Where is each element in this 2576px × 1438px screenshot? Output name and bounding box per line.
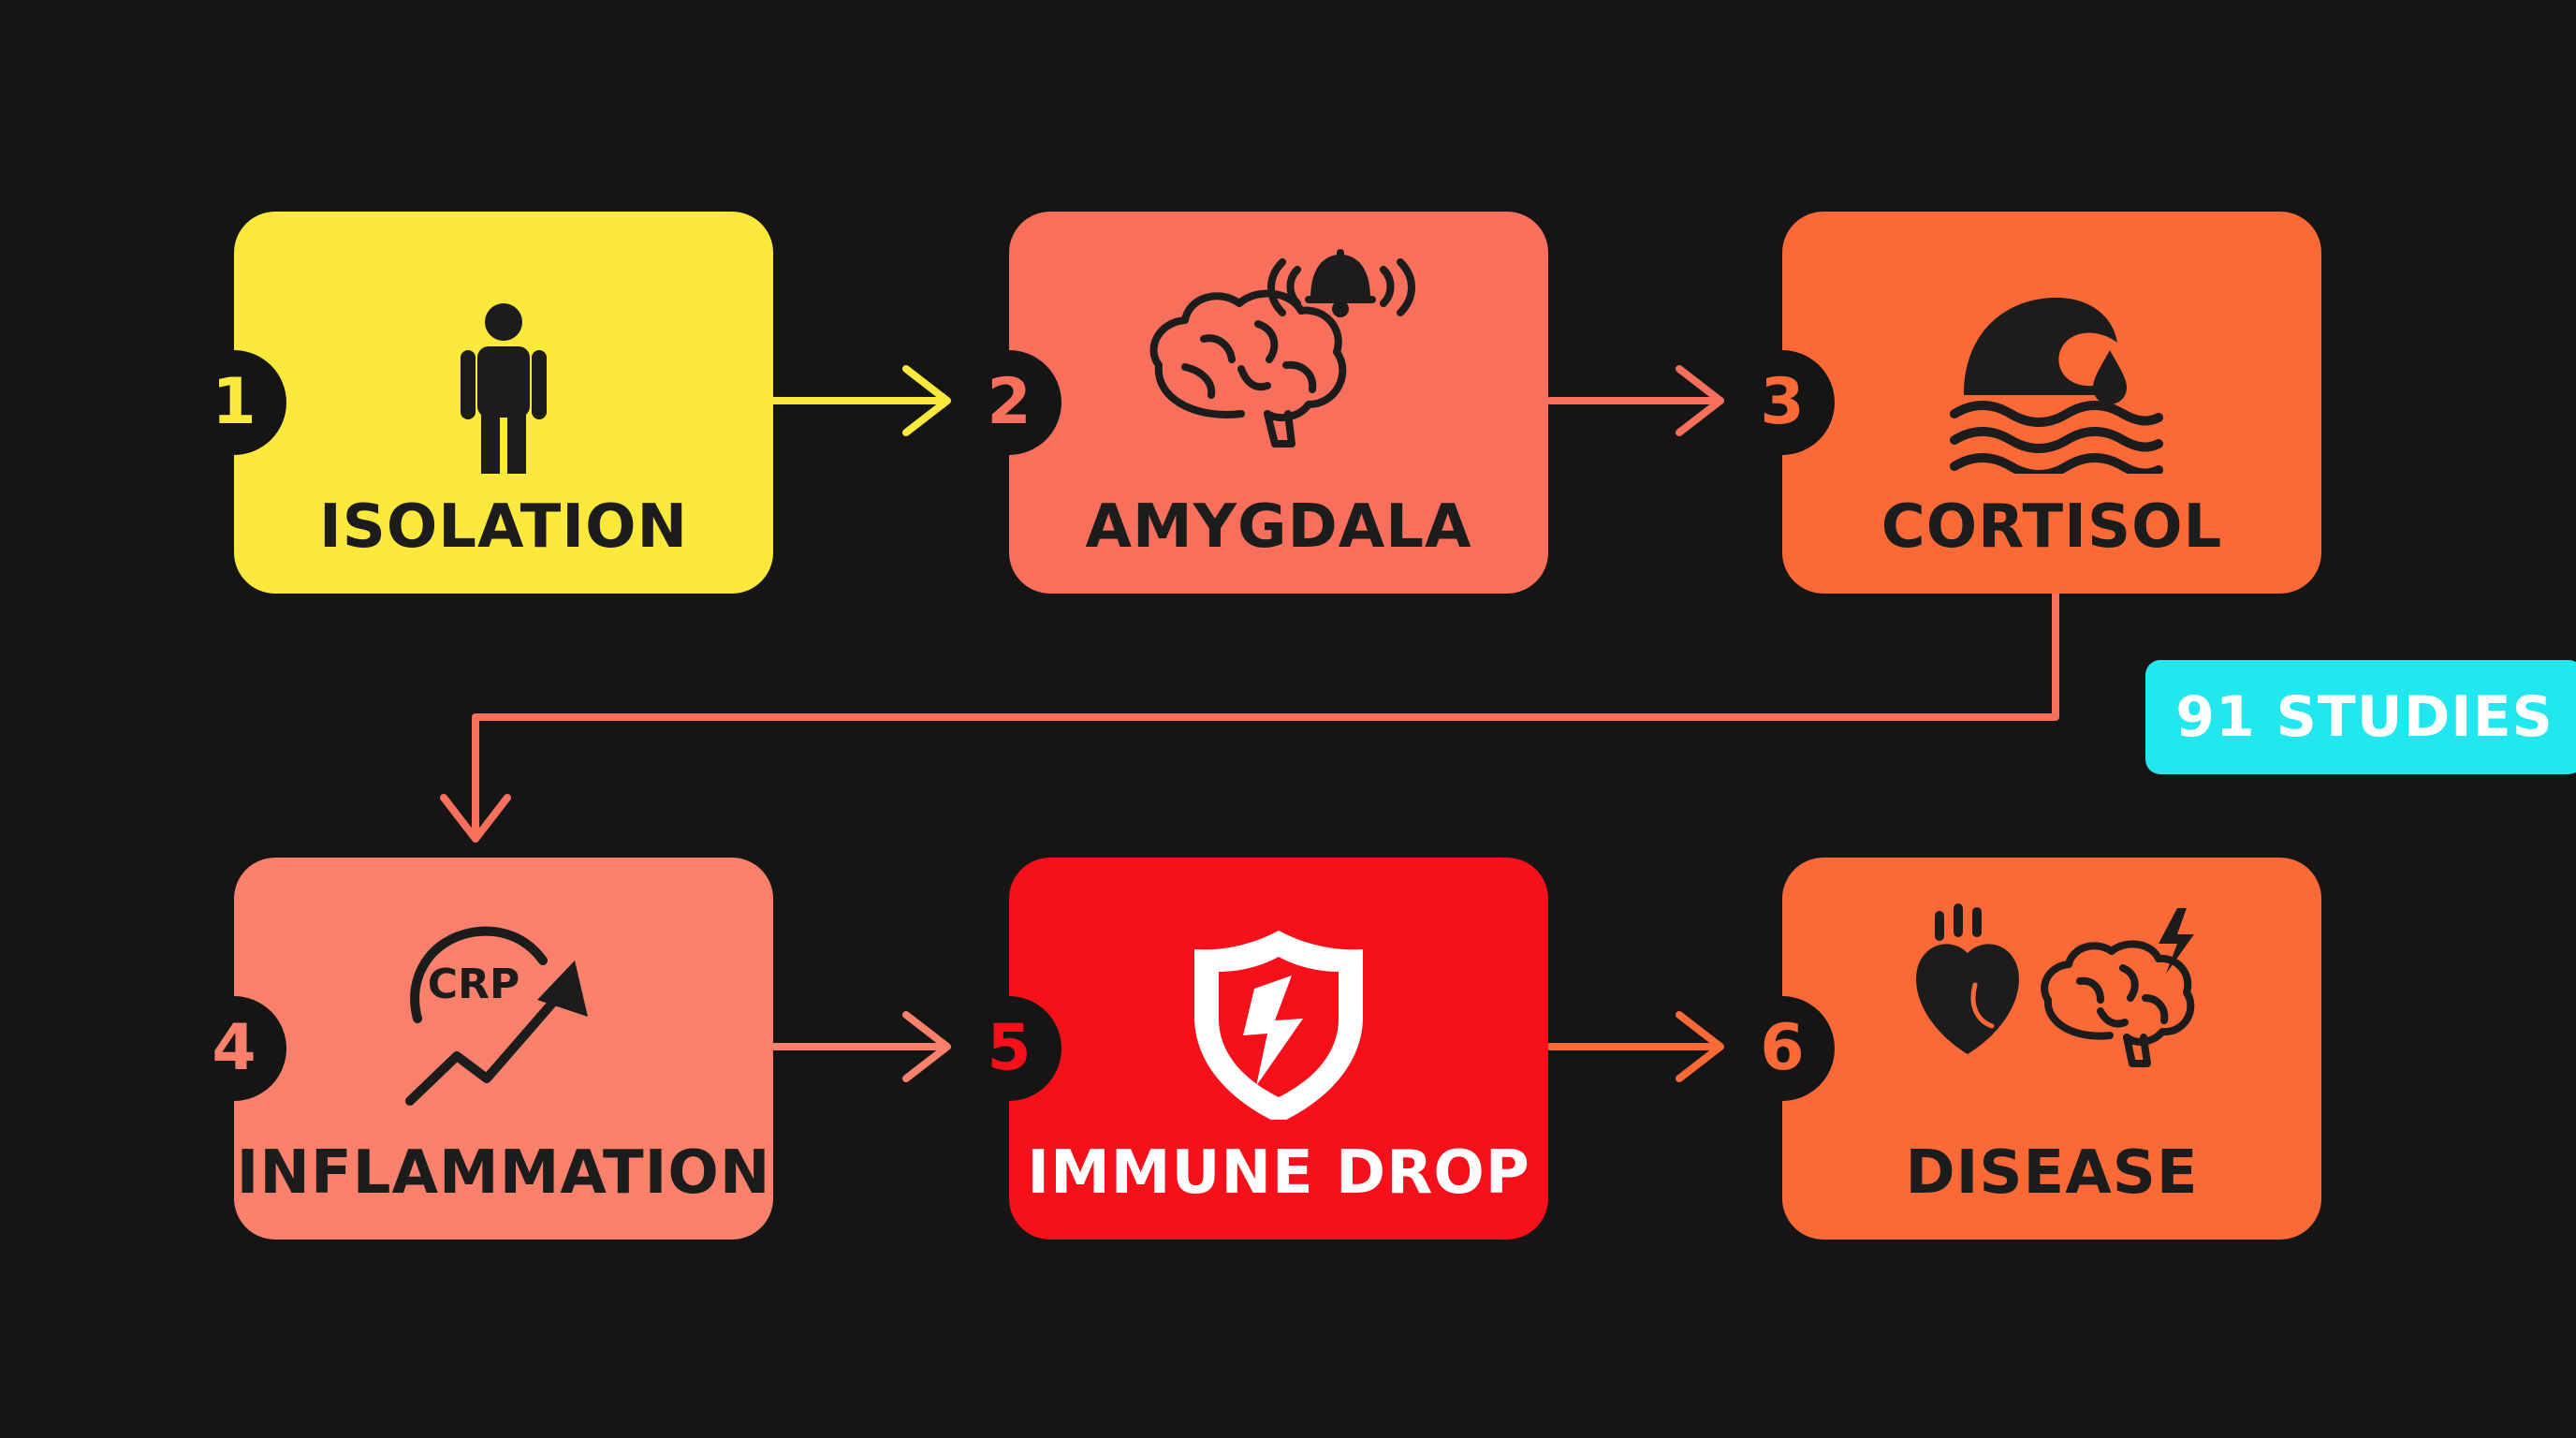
broken-shield-icon — [1194, 931, 1363, 1120]
step-card-amygdala: 2 AMYGDALA — [957, 212, 1548, 594]
brain-lightning-icon — [2041, 940, 2195, 1067]
step-number: 4 — [212, 1011, 256, 1085]
step-number: 5 — [987, 1011, 1032, 1085]
step-card-disease: 6 DISEASE — [1730, 858, 2321, 1240]
step-card-isolation: 1 ISOLATION — [182, 212, 773, 594]
step-label: DISEASE — [1905, 1138, 2199, 1208]
step-number: 2 — [987, 365, 1032, 439]
heart-icon — [1916, 903, 2019, 1054]
heart-brain-icon — [1916, 903, 2195, 1067]
brain-alarm-icon — [1149, 249, 1415, 448]
arrow-5-to-6 — [1546, 1011, 1724, 1082]
arrow-4-to-5 — [769, 1011, 951, 1082]
studies-badge: 91 STUDIES — [2145, 660, 2576, 774]
step-card-cortisol: 3 CORTISOL — [1730, 212, 2321, 594]
wave-drop-icon — [1950, 297, 2163, 474]
step-label: ISOLATION — [318, 492, 689, 562]
step-card-immune-drop: 5 IMMUNE DROP — [957, 858, 1548, 1240]
step-number: 1 — [212, 365, 256, 439]
arrow-1-to-2 — [769, 365, 951, 436]
step-label: IMMUNE DROP — [1027, 1138, 1530, 1208]
step-label: AMYGDALA — [1085, 492, 1472, 562]
arrow-2-to-3 — [1546, 365, 1724, 436]
step-label: INFLAMMATION — [236, 1138, 771, 1208]
arrow-3-to-4 — [440, 590, 2059, 843]
step-card-inflammation: 4 CRP INFLAMMATION — [182, 858, 773, 1240]
crp-text: CRP — [428, 961, 520, 1008]
step-number: 3 — [1760, 365, 1805, 439]
crp-rising-icon: CRP — [405, 926, 588, 1106]
step-number: 6 — [1760, 1011, 1805, 1085]
person-icon — [461, 303, 547, 474]
step-label: CORTISOL — [1881, 492, 2223, 562]
